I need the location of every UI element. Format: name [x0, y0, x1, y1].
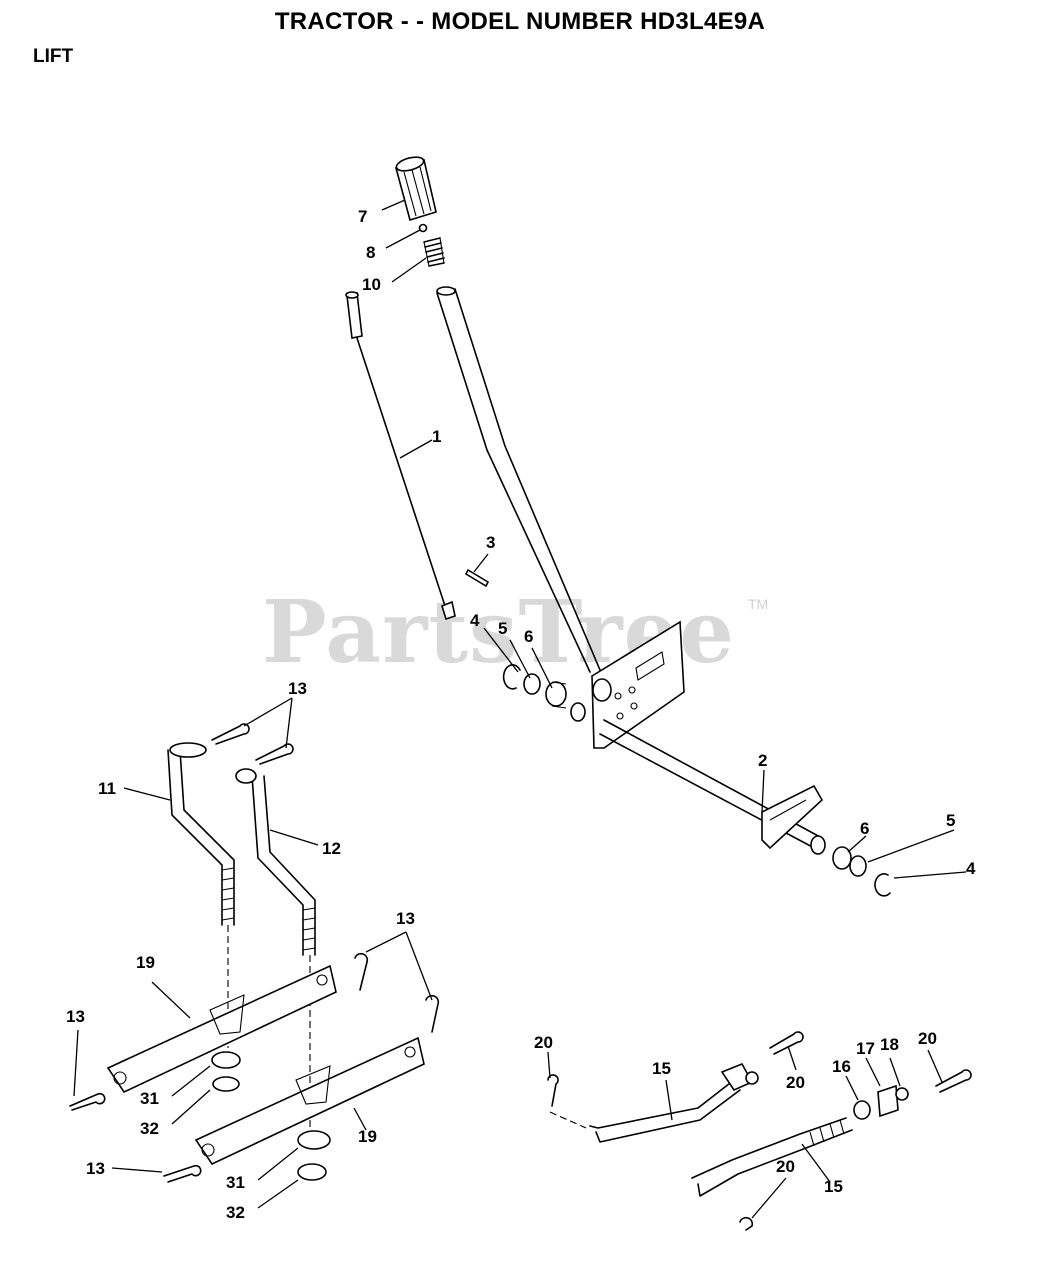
callout-20-mid: 20: [786, 1073, 805, 1092]
callout-15-upper: 15: [652, 1059, 671, 1078]
lift-arm-lower: [194, 1036, 425, 1166]
bushing-set-right: [810, 835, 891, 897]
bushing-set-left: [502, 664, 586, 722]
callout-5-right: 5: [946, 811, 955, 830]
lift-rod: [345, 291, 456, 621]
callout-5-left: 5: [498, 619, 507, 638]
lift-link-12: [235, 768, 316, 1136]
spring: [423, 237, 445, 267]
callout-13-bottom: 13: [86, 1159, 105, 1178]
callout-13-right: 13: [396, 909, 415, 928]
adjuster-hardware: [547, 1031, 972, 1231]
callout-18: 18: [880, 1035, 899, 1054]
callout-31-lower: 31: [226, 1173, 245, 1192]
callout-10: 10: [362, 275, 381, 294]
lift-shaft: [599, 719, 824, 851]
callout-13-left: 13: [66, 1007, 85, 1026]
callout-32-lower: 32: [226, 1203, 245, 1222]
spacer-nut-lower: [297, 1130, 331, 1181]
adjustment-rod-upper: [549, 1062, 759, 1143]
callout-8: 8: [366, 243, 375, 262]
spacer-nut-upper: [211, 1051, 241, 1092]
leader-lines: [73, 199, 967, 1219]
callout-13-top: 13: [288, 679, 307, 698]
hairpin-clip: [211, 723, 294, 765]
callout-2: 2: [758, 751, 767, 770]
push-button: [418, 223, 428, 233]
callout-32-upper: 32: [140, 1119, 159, 1138]
diagram-title: TRACTOR - - MODEL NUMBER HD3L4E9A: [274, 8, 766, 35]
callout-20-left: 20: [534, 1033, 553, 1052]
watermark-trademark: TM: [748, 596, 769, 612]
callout-16: 16: [832, 1057, 851, 1076]
callout-labels: 7 8 10 1 3 4 5 6 13 11 12 2 6 5 4 19 13 …: [66, 207, 976, 1222]
callout-7: 7: [358, 207, 367, 226]
hairpin-clip-arm: [69, 952, 440, 1183]
lift-link-11: [167, 742, 235, 1048]
callout-11: 11: [98, 779, 116, 798]
callout-12: 12: [322, 839, 341, 858]
lift-arm-upper: [106, 964, 337, 1094]
callout-19-lower: 19: [358, 1127, 377, 1146]
clevis-pin: [464, 568, 490, 588]
callout-3: 3: [486, 533, 495, 552]
lift-bracket: [591, 620, 685, 749]
adjustment-rod-lower: [691, 1117, 853, 1197]
callout-6-right: 6: [860, 819, 869, 838]
callout-4-left: 4: [470, 611, 480, 630]
callout-6-left: 6: [524, 627, 533, 646]
section-label: LIFT: [33, 46, 74, 67]
callout-19-upper: 19: [136, 953, 155, 972]
handle-grip: [395, 156, 437, 222]
callout-1: 1: [432, 427, 441, 446]
callout-20-right: 20: [918, 1029, 937, 1048]
callout-20-bottom: 20: [776, 1157, 795, 1176]
callout-15-lower: 15: [824, 1177, 843, 1196]
lift-lever: [436, 286, 601, 673]
callout-4-right: 4: [966, 859, 976, 878]
callout-17: 17: [856, 1039, 875, 1058]
callout-31-upper: 31: [140, 1089, 159, 1108]
